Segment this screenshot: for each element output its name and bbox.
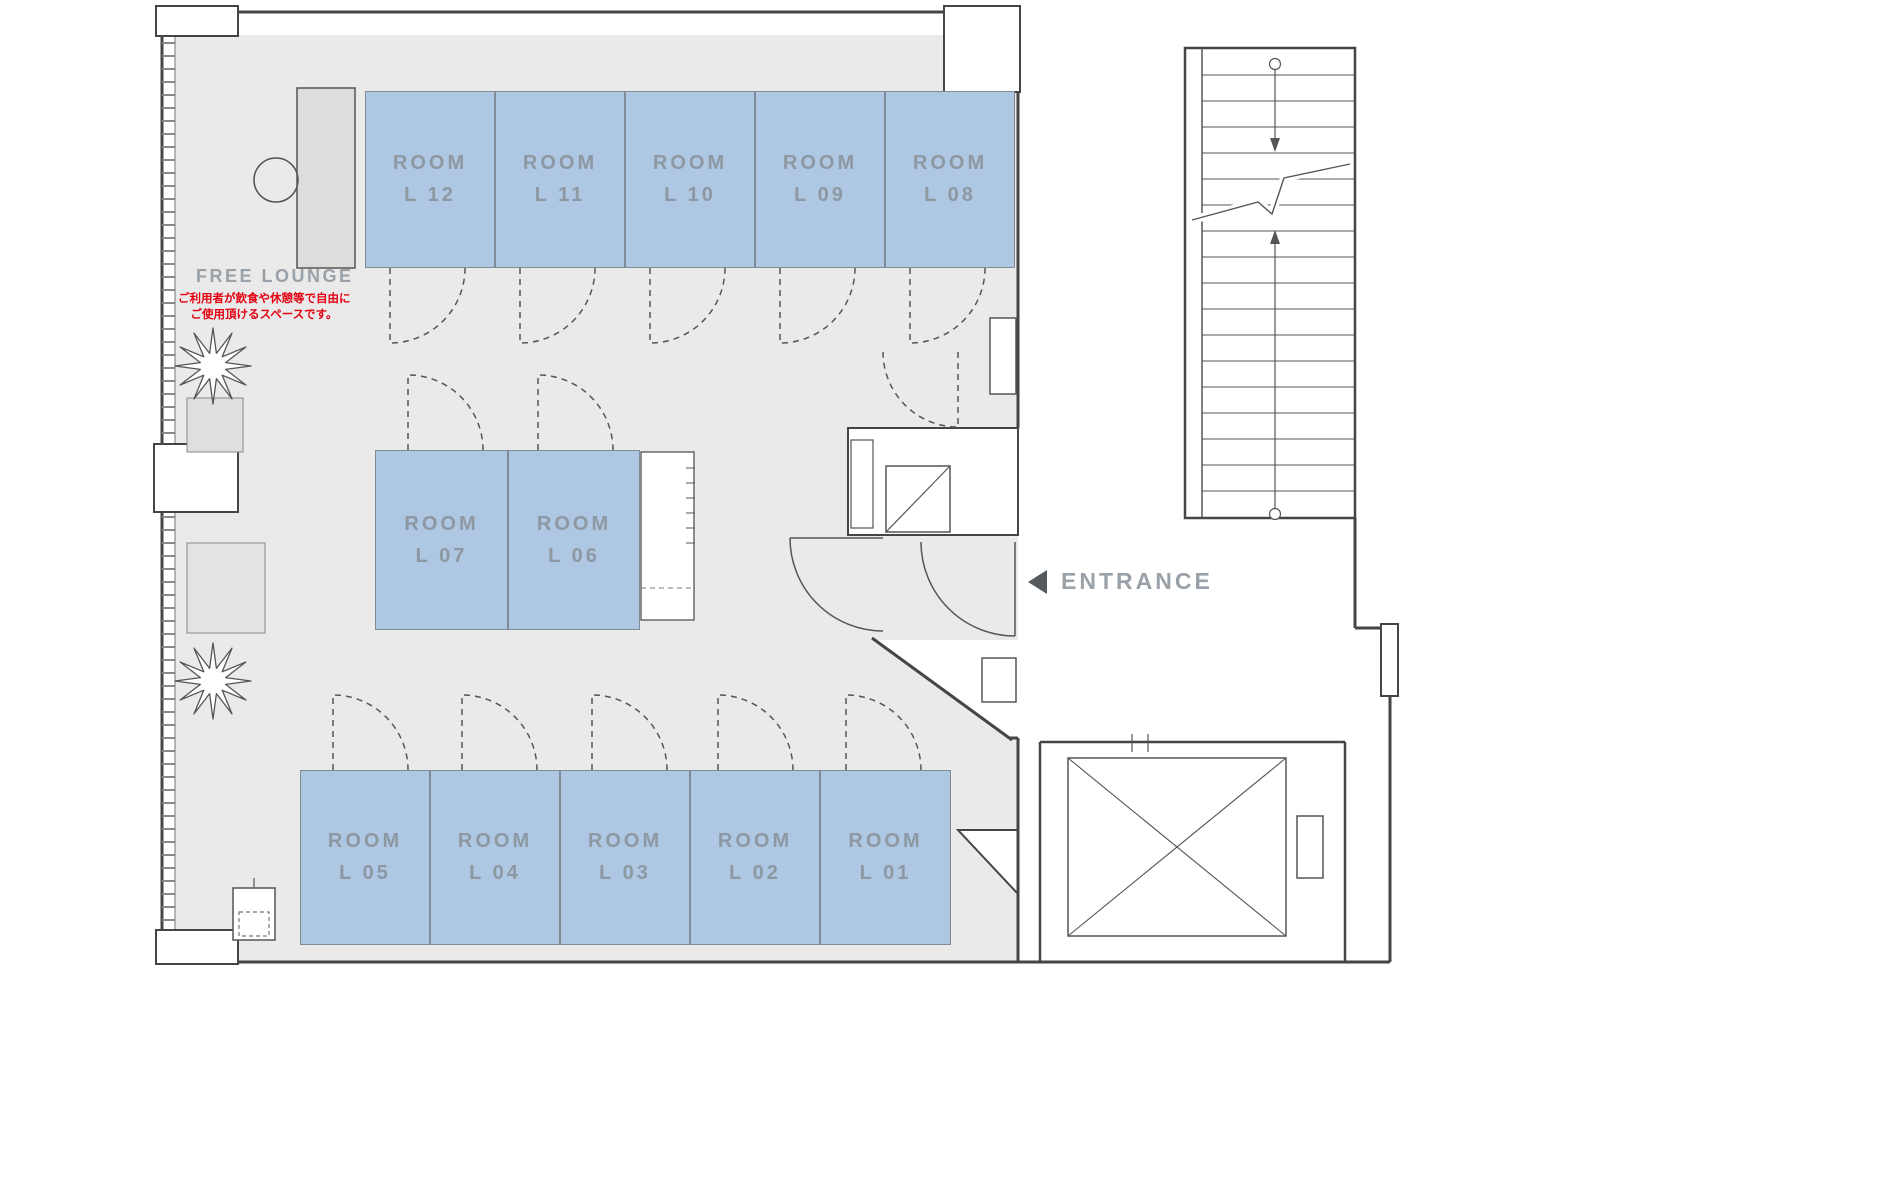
room-number: L 01 xyxy=(859,862,912,884)
stairs xyxy=(1183,46,1357,521)
angle-cabinet xyxy=(981,657,1017,703)
free-lounge-note-line2: ご使用頂けるスペースです。 xyxy=(190,308,338,321)
elevator xyxy=(1038,734,1347,962)
room-number: L 04 xyxy=(469,862,521,884)
closet xyxy=(296,87,356,269)
room-label: ROOM xyxy=(457,830,533,852)
door-swings xyxy=(332,267,986,771)
room-number: L 05 xyxy=(339,862,391,884)
room-label: ROOM xyxy=(392,152,468,174)
room-l05: ROOM L 05 xyxy=(300,770,430,945)
round-table xyxy=(253,157,299,203)
room-l09: ROOM L 09 xyxy=(755,91,885,268)
room-label: ROOM xyxy=(587,830,663,852)
room-label: ROOM xyxy=(327,830,403,852)
room-number: L 03 xyxy=(599,862,651,884)
room-number: L 08 xyxy=(924,184,976,206)
room-number: L 02 xyxy=(729,862,781,884)
side-table xyxy=(186,542,266,634)
room-number: L 06 xyxy=(548,544,600,567)
room-label: ROOM xyxy=(782,152,858,174)
room-label: ROOM xyxy=(848,830,923,852)
room-l06: ROOM L 06 xyxy=(508,450,640,630)
room-l03: ROOM L 03 xyxy=(560,770,690,945)
floor-fixture xyxy=(232,878,276,941)
wall-panel xyxy=(989,317,1017,395)
room-label: ROOM xyxy=(717,830,793,852)
room-l12: ROOM L 12 xyxy=(365,91,495,268)
room-l11: ROOM L 11 xyxy=(495,91,625,268)
room-label: ROOM xyxy=(912,152,988,174)
room-l04: ROOM L 04 xyxy=(430,770,560,945)
room-label: ROOM xyxy=(522,152,598,174)
room-number: L 10 xyxy=(664,184,716,206)
outer-walls xyxy=(160,10,1392,964)
room-label: ROOM xyxy=(404,512,479,535)
entrance-marker: ENTRANCE xyxy=(1028,568,1213,595)
columns xyxy=(153,5,1399,965)
room-number: L 09 xyxy=(794,184,846,206)
room-number: L 07 xyxy=(415,544,468,567)
room-l07: ROOM L 07 xyxy=(375,450,508,630)
vestibule xyxy=(847,427,1019,536)
room-l10: ROOM L 10 xyxy=(625,91,755,268)
shelf-unit xyxy=(640,451,695,621)
room-l01: ROOM L 01 xyxy=(820,770,951,945)
room-number: L 12 xyxy=(404,184,456,206)
free-lounge-note-line1: ご利用者が飲食や休憩等で自由に xyxy=(178,293,351,305)
entrance-doors xyxy=(789,537,1016,637)
room-label: ROOM xyxy=(536,512,612,535)
room-l02: ROOM L 02 xyxy=(690,770,820,945)
free-lounge-label: FREE LOUNGE xyxy=(196,266,354,286)
free-lounge-note: ご利用者が飲食や休憩等で自由に ご使用頂けるスペースです。 xyxy=(178,292,351,323)
room-label: ROOM xyxy=(652,152,728,174)
room-number: L 11 xyxy=(534,184,586,206)
entrance-label: ENTRANCE xyxy=(1061,568,1213,594)
room-l08: ROOM L 08 xyxy=(885,91,1015,268)
planter-box xyxy=(186,397,244,453)
entrance-arrow-icon xyxy=(1028,569,1047,594)
